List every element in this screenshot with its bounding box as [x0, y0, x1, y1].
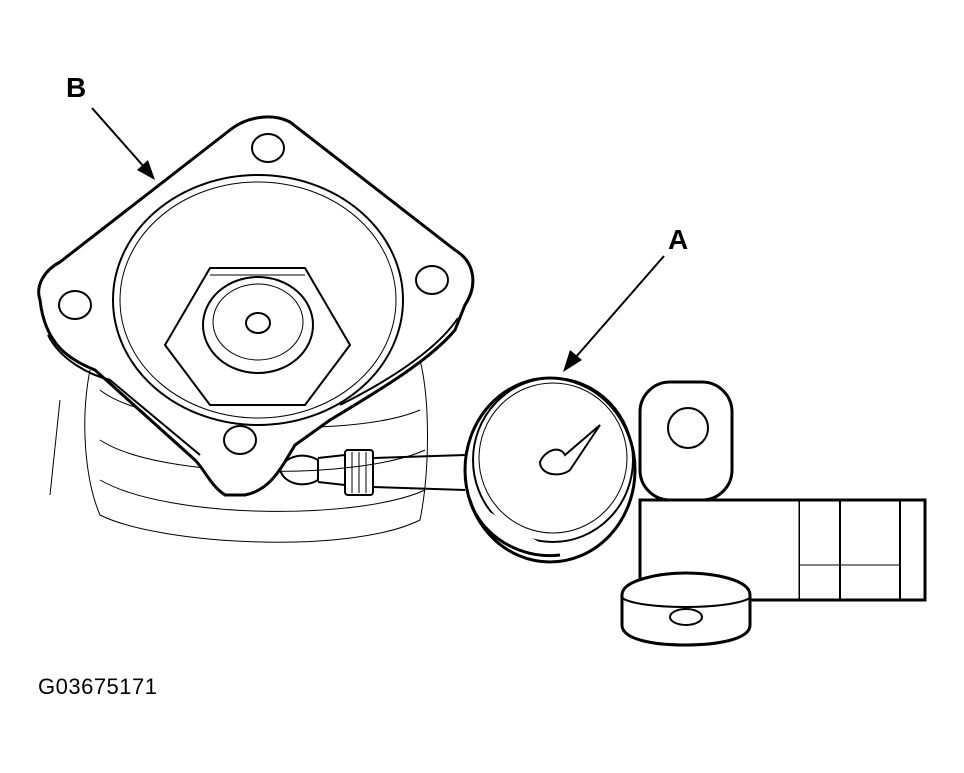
bolt-hole-bottom [223, 425, 257, 455]
gauge-needle [538, 424, 601, 476]
leader-arrow-b [91, 107, 155, 180]
callout-label-a: A [668, 224, 689, 255]
tester-cylinder [638, 380, 734, 502]
hex-nut [163, 267, 352, 406]
gauge-hose [317, 449, 466, 496]
figure-id: G03675171 [38, 674, 158, 699]
bolt-hole-left [58, 290, 92, 320]
callout-label-b: B [66, 72, 87, 103]
tester-body [620, 380, 927, 647]
cap-flange-b [37, 115, 475, 497]
bolt-hole-top [251, 133, 285, 163]
pressure-gauge-a [463, 376, 637, 564]
bolt-hole-right [415, 265, 449, 295]
leader-arrow-a [563, 255, 665, 372]
hose-nut [344, 449, 374, 496]
